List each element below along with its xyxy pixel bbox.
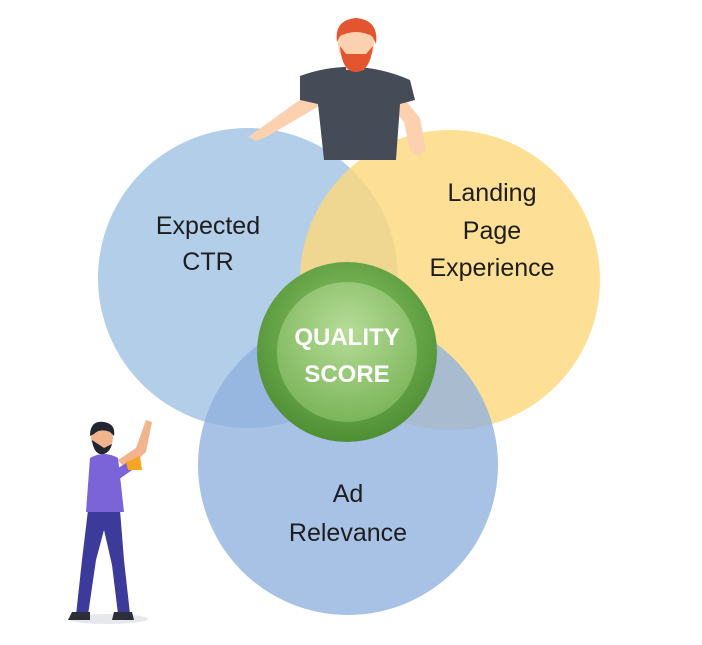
label-ad-relevance-line2: Relevance [289, 519, 407, 547]
man-pointing-illustration [68, 420, 152, 624]
label-quality-score-line1: QUALITY [294, 324, 399, 351]
label-quality-score-line2: SCORE [304, 361, 389, 388]
label-expected-ctr-line2: CTR [182, 248, 233, 276]
man-leaning-illustration [248, 18, 426, 160]
label-landing-line3: Experience [429, 254, 554, 282]
label-expected-ctr-line1: Expected [156, 212, 260, 240]
label-landing-line1: Landing [448, 179, 537, 207]
label-landing-line2: Page [463, 217, 521, 245]
label-ad-relevance-line1: Ad [333, 480, 364, 508]
quality-score-inner-disc [277, 282, 417, 422]
